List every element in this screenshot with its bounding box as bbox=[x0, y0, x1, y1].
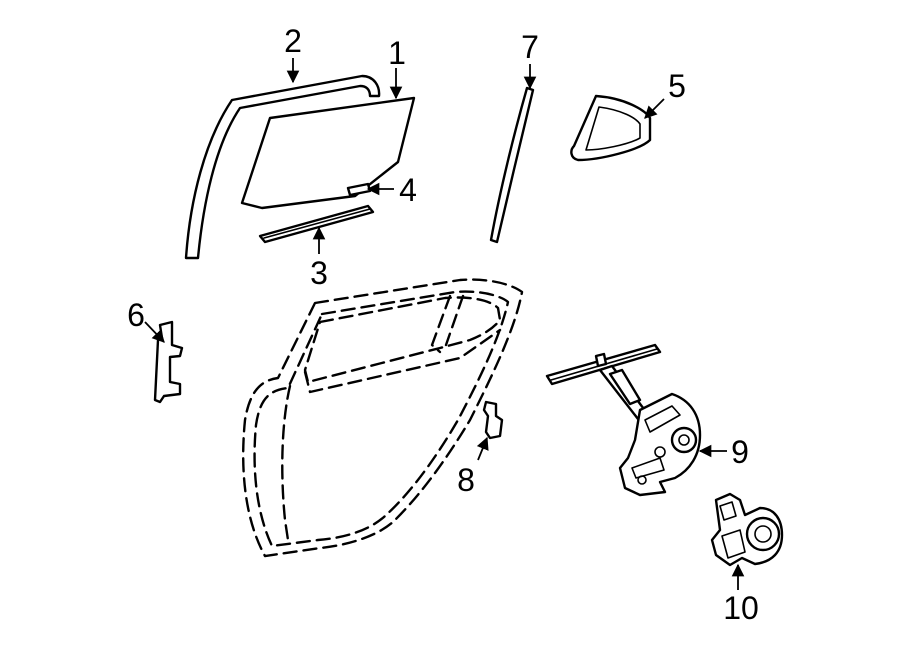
callout-10: 10 bbox=[723, 590, 759, 626]
part-6-bracket bbox=[153, 320, 184, 404]
callout-labels: 2 1 4 3 7 5 6 8 9 10 bbox=[127, 23, 759, 626]
callout-9: 9 bbox=[731, 434, 749, 470]
leader-5 bbox=[644, 98, 665, 119]
callout-8: 8 bbox=[457, 462, 475, 498]
part-7-division-channel bbox=[489, 86, 535, 244]
leader-6 bbox=[144, 321, 165, 343]
callout-5: 5 bbox=[668, 68, 686, 104]
part-8-bracket bbox=[482, 400, 504, 440]
leader-lines bbox=[144, 58, 745, 590]
part-1-door-glass bbox=[240, 96, 416, 210]
part-3-belt-weatherstrip bbox=[258, 204, 375, 244]
part-2-glass-run-channel bbox=[184, 74, 381, 260]
callout-6: 6 bbox=[127, 297, 145, 333]
part-5-quarter-glass bbox=[570, 94, 652, 162]
door-outline-dashed bbox=[242, 278, 524, 558]
callout-7: 7 bbox=[521, 29, 539, 65]
leader-8 bbox=[476, 436, 489, 461]
callout-4: 4 bbox=[399, 172, 417, 208]
callout-2: 2 bbox=[284, 23, 302, 59]
part-10-regulator-motor bbox=[710, 492, 784, 567]
part-9-window-regulator bbox=[545, 343, 702, 497]
callout-3: 3 bbox=[310, 255, 328, 291]
callout-1: 1 bbox=[388, 35, 406, 71]
